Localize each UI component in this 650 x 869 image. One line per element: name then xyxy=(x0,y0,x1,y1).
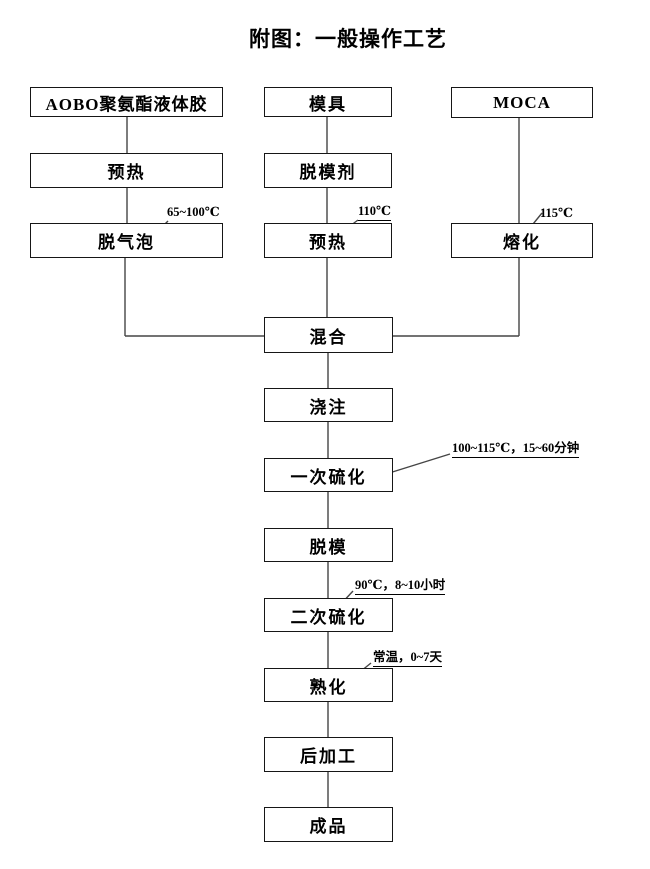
node-primary-cure: 一次硫化 xyxy=(264,458,393,492)
node-mix: 混合 xyxy=(264,317,393,353)
node-mold: 模具 xyxy=(264,87,392,117)
annotation-melt-temp: 115℃ xyxy=(540,206,574,220)
node-demold: 脱模 xyxy=(264,528,393,562)
node-degas: 脱气泡 xyxy=(30,223,223,258)
node-aobo-liquid-glue: AOBO聚氨酯液体胶 xyxy=(30,87,223,117)
node-post-processing: 后加工 xyxy=(264,737,393,772)
node-pour: 浇注 xyxy=(264,388,393,422)
annotation-secondary-cure-condition: 90℃，8~10小时 xyxy=(355,578,446,595)
node-preheat-glue: 预热 xyxy=(30,153,223,188)
leader-primary-cure-condition xyxy=(385,453,451,475)
node-aging: 熟化 xyxy=(264,668,393,702)
annotation-mold-preheat-temp: 110℃ xyxy=(358,204,392,221)
node-melt: 熔化 xyxy=(451,223,593,258)
node-moca: MOCA xyxy=(451,87,593,118)
node-preheat-mold: 预热 xyxy=(264,223,392,258)
annotation-primary-cure-condition: 100~115℃，15~60分钟 xyxy=(452,441,580,458)
annotation-degas-temp: 65~100℃ xyxy=(167,205,220,219)
node-release-agent: 脱模剂 xyxy=(264,153,392,188)
annotation-aging-condition: 常温，0~7天 xyxy=(373,650,443,667)
node-secondary-cure: 二次硫化 xyxy=(264,598,393,632)
node-finished-product: 成品 xyxy=(264,807,393,842)
diagram-title: 附图：一般操作工艺 xyxy=(249,27,447,51)
